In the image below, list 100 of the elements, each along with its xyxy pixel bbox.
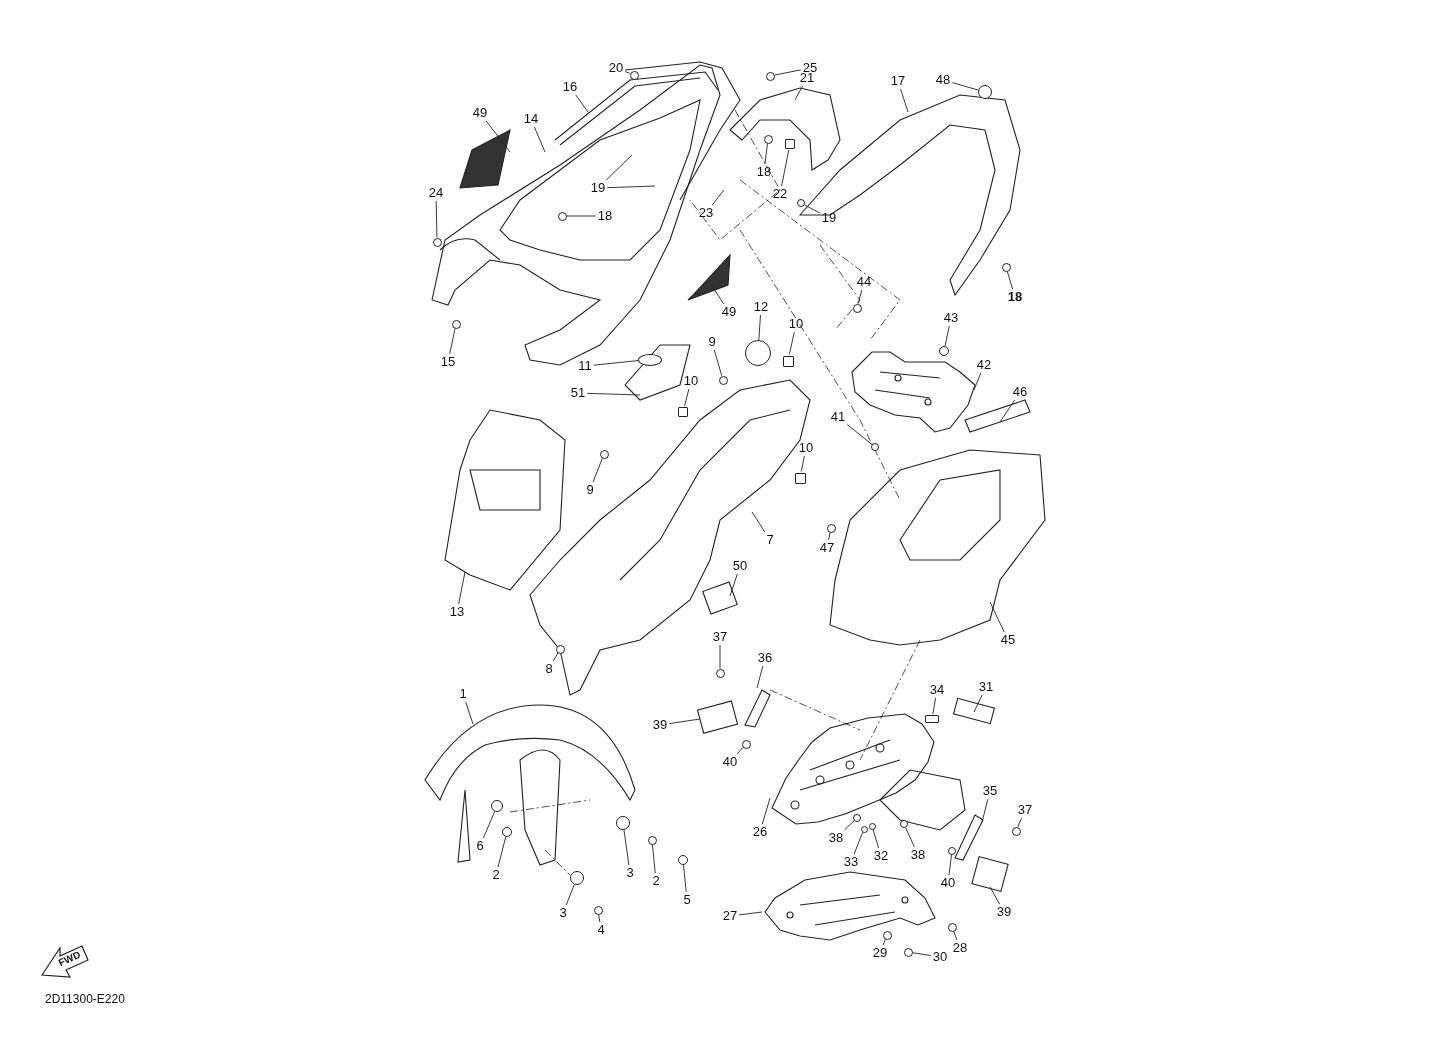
leader-line	[606, 185, 656, 189]
leader-line	[788, 331, 795, 355]
leader-line	[593, 360, 639, 366]
leader-line	[592, 457, 603, 483]
leader-line	[598, 914, 601, 923]
callout-number: 37	[1016, 803, 1034, 817]
callout-number: 11	[577, 359, 593, 373]
leader-line	[999, 399, 1016, 423]
leader-line	[458, 571, 466, 605]
callout-number: 40	[939, 876, 957, 890]
callout-number: 10	[682, 374, 700, 388]
callout-number: 41	[829, 410, 847, 424]
fastener-part	[432, 237, 442, 247]
fastener-part	[555, 644, 565, 654]
fastener-part	[638, 354, 662, 366]
leader-line	[872, 828, 880, 849]
leader-line	[586, 392, 641, 396]
callout-number: 31	[977, 680, 995, 694]
clip-part	[785, 139, 795, 149]
fastener-part	[765, 71, 775, 81]
leader-line	[846, 424, 873, 445]
fastener-part	[948, 847, 956, 855]
fastener-part	[570, 871, 584, 885]
callout-number: 34	[928, 683, 946, 697]
callout-number: 37	[711, 630, 729, 644]
leader-line	[853, 831, 864, 855]
leader-line	[948, 854, 952, 876]
fastener-part	[678, 855, 688, 865]
clip-part	[794, 472, 806, 484]
leader-line	[605, 154, 633, 181]
callout-number: 13	[448, 605, 466, 619]
leader-line	[882, 938, 886, 946]
leader-line	[773, 69, 802, 76]
callout-number: 2	[651, 874, 661, 888]
callout-number: 35	[981, 784, 999, 798]
callout-number: 30	[931, 950, 949, 964]
leader-line	[738, 911, 763, 916]
fastener-part	[852, 303, 862, 313]
callout-number: 7	[765, 533, 775, 547]
callout-number: 15	[439, 355, 457, 369]
callout-number: 49	[720, 305, 738, 319]
leader-line	[533, 126, 546, 153]
leader-line	[900, 88, 909, 113]
leader-line	[668, 718, 701, 725]
fastener-part	[451, 319, 461, 329]
callout-number: 51	[569, 386, 587, 400]
callout-number: 10	[797, 441, 815, 455]
clip-part	[678, 407, 688, 417]
fastener-part	[826, 523, 836, 533]
fastener-part	[1011, 826, 1021, 836]
leader-line	[485, 120, 511, 153]
fastener-part	[882, 930, 892, 940]
fastener-part	[593, 905, 603, 915]
leader-line	[973, 694, 983, 713]
leader-line	[857, 289, 863, 305]
fastener-part	[745, 340, 771, 366]
callout-number: 22	[771, 187, 789, 201]
callout-number: 36	[756, 651, 774, 665]
leader-line	[843, 820, 855, 831]
callout-number: 18	[596, 209, 614, 223]
leader-line	[1006, 270, 1014, 290]
leader-line	[953, 930, 958, 941]
callout-number: 1	[458, 687, 468, 701]
leader-line	[729, 573, 738, 597]
callout-number: 24	[427, 186, 445, 200]
clip-part	[925, 715, 939, 723]
fastener-part	[868, 822, 876, 830]
callout-number: 8	[544, 662, 554, 676]
drawing-code: 2D11300-E220	[45, 992, 125, 1006]
fastener-part	[741, 739, 751, 749]
callout-number: 47	[818, 541, 836, 555]
callout-number: 28	[951, 941, 969, 955]
leader-line	[683, 864, 687, 893]
leader-line	[764, 143, 768, 165]
fastener-part	[947, 922, 957, 932]
leader-line	[751, 511, 766, 533]
callout-number: 32	[872, 849, 890, 863]
callout-number: 14	[522, 112, 540, 126]
leader-line	[781, 149, 790, 187]
fastener-part	[763, 134, 773, 144]
fastener-part	[599, 449, 609, 459]
leader-line	[566, 215, 597, 217]
callout-number: 23	[697, 206, 715, 220]
fastener-part	[616, 816, 630, 830]
leader-line	[623, 829, 630, 866]
callout-number: 4	[596, 923, 606, 937]
leader-line	[761, 797, 771, 825]
callout-number: 38	[827, 831, 845, 845]
callout-number: 49	[471, 106, 489, 120]
leader-line	[800, 455, 805, 472]
callout-number: 3	[558, 906, 568, 920]
callout-number: 2	[491, 868, 501, 882]
leader-line	[465, 701, 474, 725]
leader-line	[944, 325, 950, 347]
leader-line	[624, 71, 631, 74]
callout-number: 26	[751, 825, 769, 839]
leader-line	[449, 327, 456, 355]
fastener-part	[629, 70, 639, 80]
leader-line	[497, 836, 507, 868]
leader-line	[482, 811, 496, 839]
